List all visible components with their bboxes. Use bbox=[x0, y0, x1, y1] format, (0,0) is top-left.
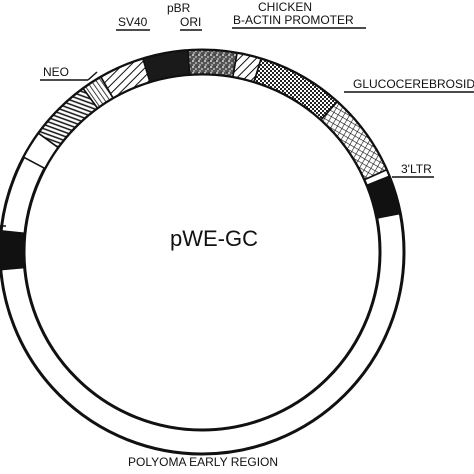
segment-bactin-promoter bbox=[253, 57, 339, 121]
segment-glucocerebrosidase bbox=[319, 100, 388, 181]
label-chicken: CHICKEN bbox=[258, 0, 312, 14]
ring-inner-edge bbox=[22, 72, 382, 432]
label-bactin-promoter: B-ACTIN PROMOTER bbox=[233, 13, 354, 27]
segment-3ltr bbox=[365, 175, 402, 219]
segment-sv40-dark bbox=[141, 49, 191, 83]
label-pbr-ori: ORI bbox=[180, 15, 201, 29]
segment-pbr-ori bbox=[187, 49, 239, 78]
label-pbr: pBR bbox=[167, 1, 191, 15]
label-glucocerebrosidase: GLUCOCEREBROSID bbox=[353, 77, 474, 91]
segment-5ltr bbox=[0, 230, 26, 271]
label-neo: NEO bbox=[43, 65, 69, 79]
label-sv40: SV40 bbox=[118, 15, 148, 29]
segment-neo bbox=[37, 87, 99, 149]
label-3ltr: 3'LTR bbox=[401, 162, 432, 176]
plasmid-ring bbox=[0, 48, 406, 456]
plasmid-name: pWE-GC bbox=[170, 226, 258, 251]
label-polyoma-early-region: POLYOMA EARLY REGION bbox=[128, 455, 278, 469]
